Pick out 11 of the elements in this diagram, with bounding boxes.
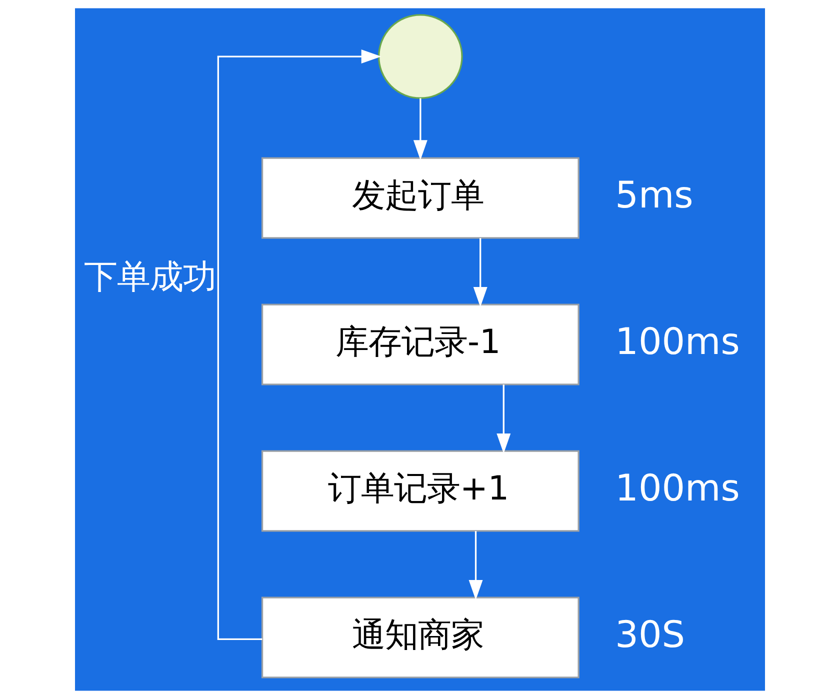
arrow bbox=[217, 50, 382, 640]
node-label: 100ms bbox=[615, 320, 740, 363]
node-label: 100ms bbox=[615, 466, 740, 510]
node-label: 30S bbox=[615, 612, 686, 656]
edge-label: 下单成功 bbox=[84, 256, 216, 296]
node-label: 5ms bbox=[615, 173, 694, 216]
arrow bbox=[413, 98, 428, 160]
arrow bbox=[496, 384, 511, 454]
arrow bbox=[473, 238, 488, 308]
arrow bbox=[468, 531, 483, 600]
node-circle bbox=[378, 14, 463, 99]
